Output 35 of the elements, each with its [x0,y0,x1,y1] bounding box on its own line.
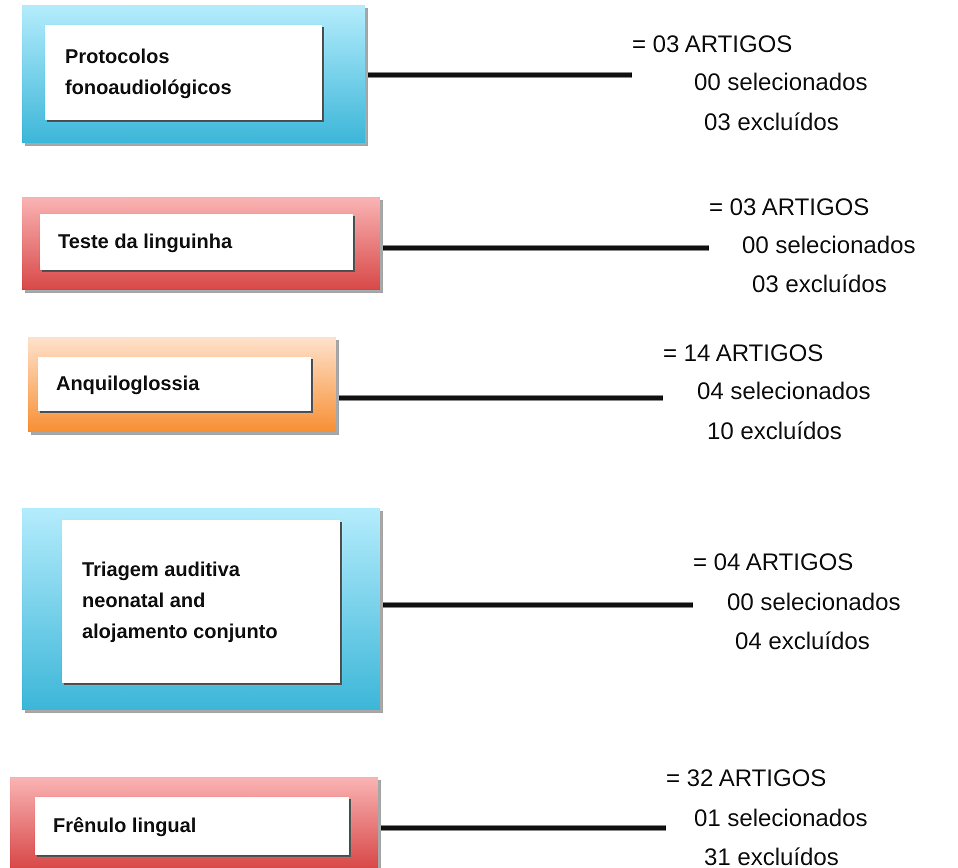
topic-label: Protocolos fonoaudiológicos [65,44,233,100]
connector-line [380,246,709,250]
article-count: = 32 ARTIGOS [666,765,826,793]
count-text: 01 selecionados [694,805,868,833]
article-count: = 04 ARTIGOS [693,549,854,577]
label-box [62,520,340,683]
article-count: = 03 ARTIGOS [709,194,870,222]
connector-line [378,826,666,830]
label-box [40,214,353,270]
count-text: 31 excluídos [704,844,839,868]
count-text: 03 excluídos [704,109,839,137]
connector-line [336,396,663,400]
connector-line [365,72,632,78]
category-box [22,508,380,710]
label-box [45,25,322,120]
count-text: 00 selecionados [694,69,868,97]
count-text: 10 excluídos [707,418,842,446]
topic-label: Triagem auditiva neonatal and alojamento conjunto [82,558,279,645]
count-text: 00 selecionados [727,589,900,617]
count-text: 03 excluídos [752,271,887,299]
category-box [10,777,378,868]
article-count: = 14 ARTIGOS [663,340,824,368]
topic-label: Anquiloglossia [56,372,200,396]
topic-label: Teste da linguinha [58,230,232,254]
count-text: 04 selecionados [697,378,870,406]
label-box [35,797,349,855]
category-box [28,337,336,432]
label-box [38,357,311,411]
connector-line [380,602,693,608]
count-text: 04 excluídos [735,628,870,656]
topic-label: Frênulo lingual [53,814,196,838]
article-count: = 03 ARTIGOS [632,31,792,59]
category-box [22,5,365,143]
count-text: 00 selecionados [742,232,916,260]
category-box [22,197,380,290]
